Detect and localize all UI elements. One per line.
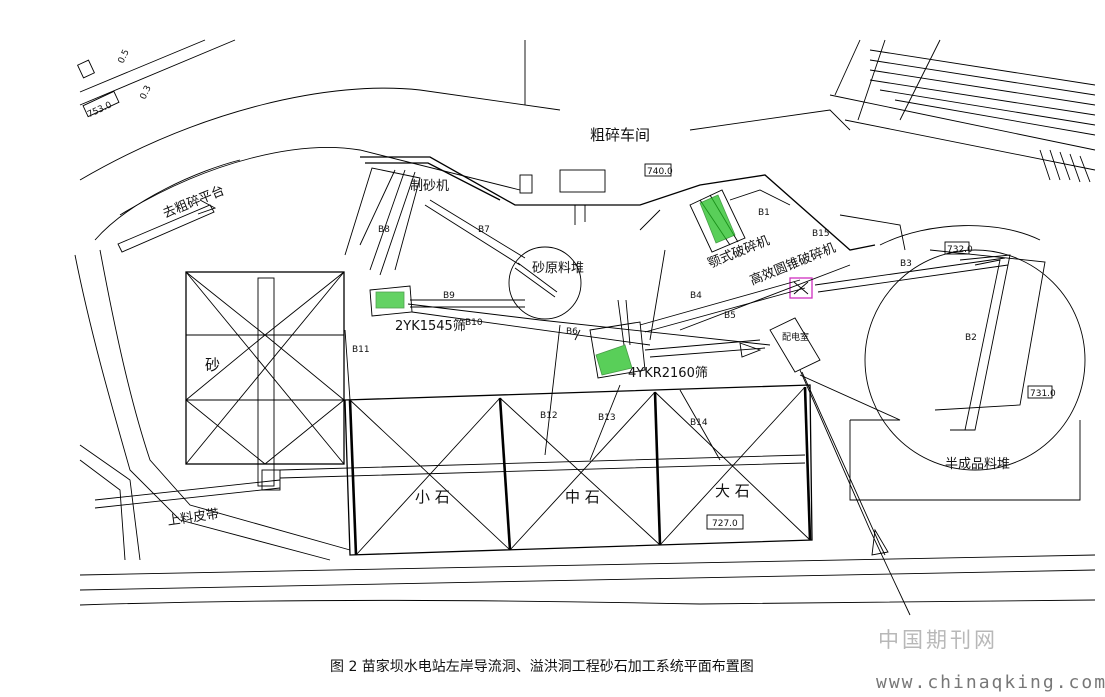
coarse-crushing-label: 粗碎车间 xyxy=(590,126,650,144)
screen-2yk1545: 2YK1545筛 xyxy=(369,285,466,334)
sand-label: 砂 xyxy=(205,356,220,374)
belt-B8: B8 xyxy=(378,225,390,235)
to-coarse-platform-label: 去粗碎平台 xyxy=(161,183,227,221)
belt-B4: B4 xyxy=(690,291,702,301)
sand-maker: 制砂机 B8 xyxy=(344,167,449,276)
screen-4ykr-label: 4YKR2160筛 xyxy=(628,366,708,381)
equipment-small xyxy=(519,174,533,194)
elev-727-box xyxy=(706,514,744,530)
elev-740-box xyxy=(644,163,672,177)
small-stone-label: 小 石 xyxy=(415,488,450,506)
belt-line-B7 xyxy=(424,199,526,266)
elevation-732: 732.0 xyxy=(947,245,973,255)
slope-hatching xyxy=(869,49,1096,183)
sand-bin: 砂 xyxy=(185,271,345,491)
elev-731-box xyxy=(1027,385,1053,399)
belt-B2: B2 xyxy=(965,333,977,343)
elevation-tags-topleft: 753.0 0.5 0.3 xyxy=(77,48,154,120)
belt-B7: B7 xyxy=(478,225,490,235)
screen-2yk-label: 2YK1545筛 xyxy=(395,319,466,334)
elevation-731: 731.0 xyxy=(1030,389,1056,399)
slope-05: 0.5 xyxy=(117,48,132,65)
coarse-crushing-area: 740.0 粗碎车间 xyxy=(360,126,906,251)
belt-B6: B6 xyxy=(566,327,578,337)
jaw-crusher: 颚式破碎机 B1 xyxy=(689,189,791,272)
north-arrow xyxy=(871,528,889,556)
belt-B13: B13 xyxy=(598,413,616,423)
medium-stone-label: 中 石 xyxy=(565,488,600,506)
figure-caption: 图 2 苗家坝水电站左岸导流洞、溢洪洞工程砂石加工系统平面布置图 xyxy=(330,659,754,675)
belt-line-B3 xyxy=(814,257,1009,293)
elevation-753: 753.0 xyxy=(86,100,114,120)
belt-B5: B5 xyxy=(724,311,736,321)
sand-raw-stockpile: 砂原料堆 xyxy=(508,246,584,320)
belt-B1: B1 xyxy=(758,208,770,218)
elevation-740: 740.0 xyxy=(647,167,673,177)
control-room-label: 配电室 xyxy=(782,331,809,343)
screen-2yk-highlight xyxy=(375,291,405,309)
belt-B3: B3 xyxy=(900,259,912,269)
to-coarse-platform: 去粗碎平台 xyxy=(117,183,227,253)
jaw-crusher-highlight xyxy=(699,194,736,244)
belt-B15: B15 xyxy=(812,229,830,239)
coarse-crusher-house xyxy=(559,169,606,193)
semi-product-stockpile: 732.0 731.0 半成品料堆 B2 xyxy=(849,241,1086,501)
terrain-lines xyxy=(74,39,1096,606)
watermark-site-cn: 中国期刊网 xyxy=(878,628,998,652)
elev-732-box xyxy=(944,241,970,255)
belt-B14: B14 xyxy=(690,418,708,428)
screen-4ykr2160: 4YKR2160筛 xyxy=(589,299,708,381)
belt-B12: B12 xyxy=(540,411,558,421)
belt-B9: B9 xyxy=(443,291,455,301)
elevation-727: 727.0 xyxy=(712,519,738,529)
slope-03: 0.3 xyxy=(139,84,154,101)
semi-product-stockpile-label: 半成品料堆 xyxy=(945,457,1010,472)
aggregate-bins: 小 石 中 石 大 石 727.0 B12 B13 B14 xyxy=(94,384,813,556)
belt-lines xyxy=(344,249,911,616)
control-room: 配电室 xyxy=(769,317,821,373)
feeding-belt-label: 上料皮带 xyxy=(166,507,220,529)
belt-B10: B10 xyxy=(465,318,483,328)
belt-B11: B11 xyxy=(352,345,370,355)
large-stone-label: 大 石 xyxy=(715,482,750,500)
screen-4ykr-highlight xyxy=(595,344,633,376)
sand-maker-label: 制砂机 xyxy=(410,179,449,194)
sand-raw-stockpile-label: 砂原料堆 xyxy=(532,261,584,276)
watermark-site-url: www.chinaqking.com xyxy=(876,672,1105,693)
